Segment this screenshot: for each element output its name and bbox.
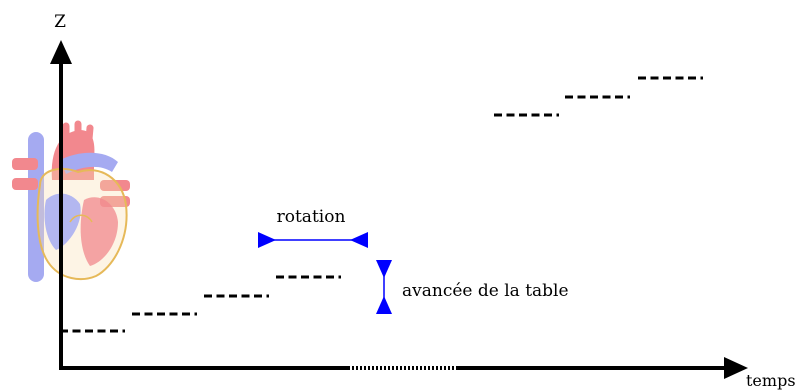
x-axis-label: temps — [746, 371, 796, 390]
x-axis-arrowhead — [724, 357, 748, 379]
rotation-right-arrowhead — [350, 232, 368, 248]
rotation-arrow — [258, 232, 368, 248]
y-axis-arrowhead — [50, 40, 72, 64]
table-advance-label: avancée de la table — [402, 281, 569, 301]
heart-illustration-icon — [12, 124, 130, 282]
rotation-left-arrowhead — [258, 232, 276, 248]
table-advance-arrow — [376, 260, 392, 314]
rotation-label: rotation — [277, 207, 346, 227]
y-axis-label: Z — [54, 12, 66, 32]
step-segments — [60, 78, 703, 331]
table-advance-bottom-arrowhead — [376, 296, 392, 314]
table-advance-top-arrowhead — [376, 260, 392, 278]
